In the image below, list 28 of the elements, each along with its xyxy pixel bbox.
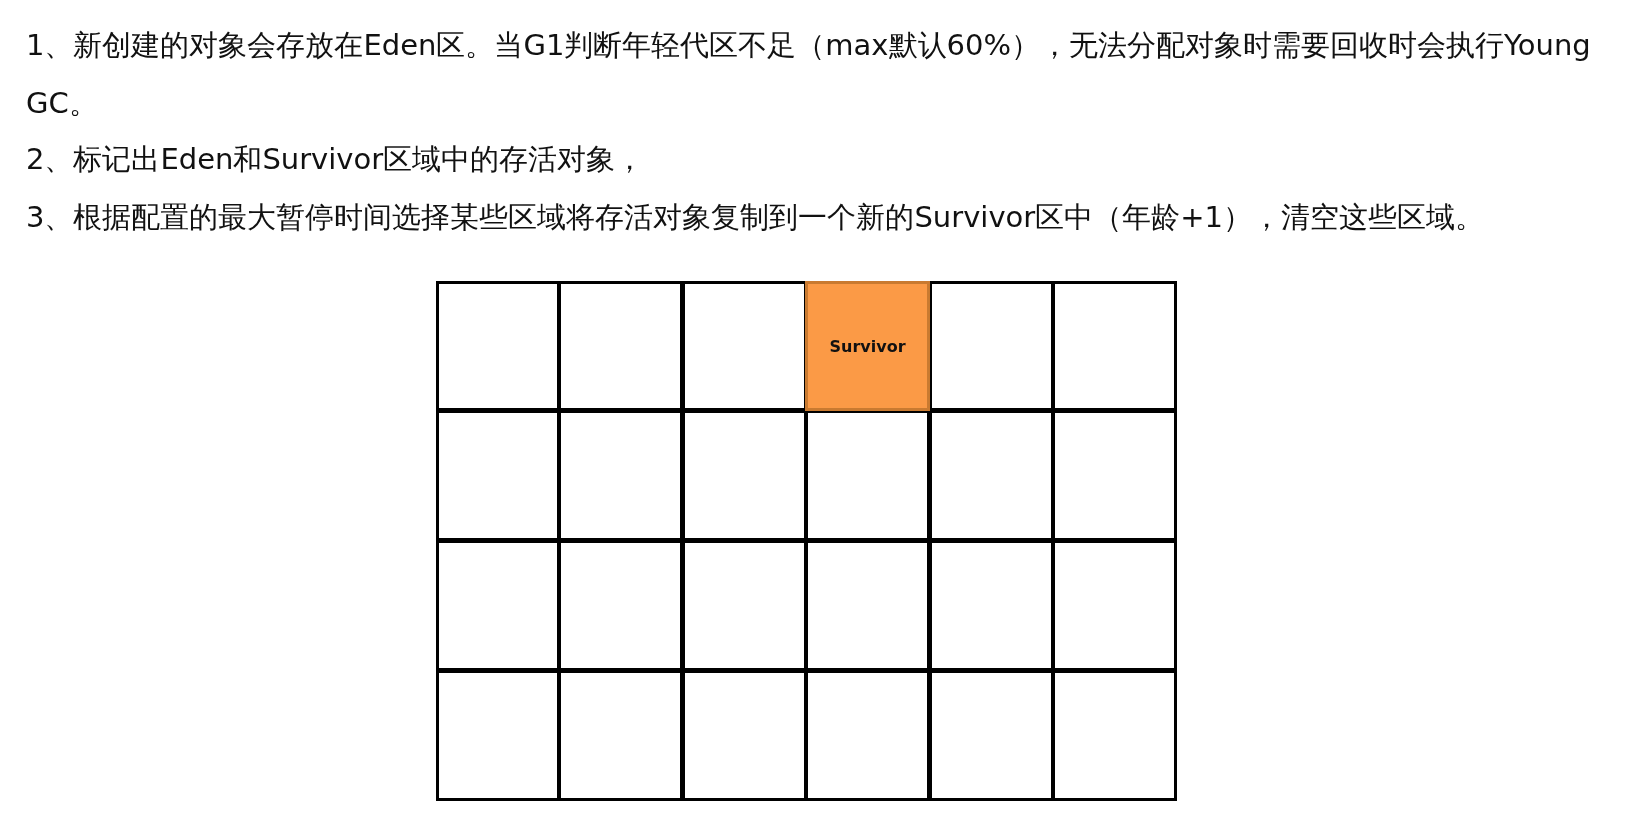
heap-region-cell — [805, 409, 930, 541]
heap-region-cell — [1052, 669, 1177, 801]
heap-region-cell — [1052, 409, 1177, 541]
heap-region-cell — [558, 539, 683, 671]
instruction-text: 1、新创建的对象会存放在Eden区。当G1判断年轻代区不足（max默认60%），无法分配对象时需要回收时会执行Young GC。 — [26, 27, 1592, 122]
heap-region-cell — [681, 539, 807, 671]
heap-region-cell — [436, 281, 560, 411]
heap-region-cell — [436, 409, 560, 541]
heap-region-cell — [805, 669, 930, 801]
heap-region-cell — [681, 409, 807, 541]
heap-region-cell — [558, 669, 683, 801]
region-label: Survivor — [829, 336, 906, 356]
heap-region-cell — [681, 669, 807, 801]
heap-region-cell — [558, 409, 683, 541]
heap-region-cell — [928, 281, 1054, 411]
heap-region-cell — [436, 539, 560, 671]
heap-region-cell — [436, 669, 560, 801]
instruction-text: 3、根据配置的最大暂停时间选择某些区域将存活对象复制到一个新的Survivor区中（年龄+1），清空这些区域。 — [26, 199, 1485, 236]
heap-region-cell — [805, 281, 930, 411]
heap-region-cell — [928, 669, 1054, 801]
heap-region-cell — [928, 409, 1054, 541]
heap-region-cell — [1052, 281, 1177, 411]
heap-region-cell — [681, 281, 807, 411]
heap-region-cell — [558, 281, 683, 411]
heap-region-cell — [928, 539, 1054, 671]
heap-region-cell — [1052, 539, 1177, 671]
instruction-text: 2、标记出Eden和Survivor区域中的存活对象， — [26, 141, 646, 178]
heap-region-cell — [805, 539, 930, 671]
